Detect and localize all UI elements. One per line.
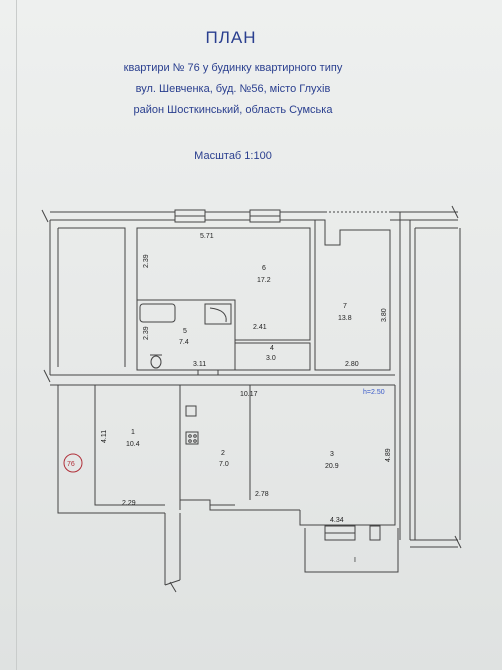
room-3-number: 3 [330,451,334,458]
page-margin-line [16,0,17,670]
dim-2-78: 2.78 [255,491,269,498]
dim-2-39-upper: 2.39 [143,254,150,268]
dim-10-17: 10.17 [240,391,258,398]
room-2-area: 7.0 [219,461,229,468]
apartment-line: квартири № 76 у будинку квартирного типу [123,62,343,74]
dim-3-11: 3.11 [193,361,206,368]
dim-2-80: 2.80 [345,361,359,368]
room-6-area: 17.2 [257,277,271,284]
apartment-stamp-circle [63,453,83,473]
room-2-number: 2 [221,450,225,457]
room-6-outline [136,227,311,341]
dim-4-11: 4.11 [101,430,108,443]
balcony-mark: I [354,557,356,564]
toilet [150,355,162,369]
room-3-area: 20.9 [325,463,339,470]
plan-title: ПЛАН [205,28,257,47]
room-1-area: 10.4 [126,441,140,448]
room-2-outline [179,385,300,511]
dim-2-29: 2.29 [122,500,136,507]
room-7-number: 7 [343,303,347,310]
dim-2-39-lower: 2.39 [143,326,150,340]
room-1-outline [57,385,165,514]
kitchen-sink [185,405,197,417]
room-4-outline [235,342,311,371]
room-4-area: 3.0 [266,355,276,362]
dim-4-89: 4.89 [385,448,392,462]
room-7-area: 13.8 [338,315,352,322]
region-line: район Шосткинський, область Сумська [133,104,333,116]
room-4-number: 4 [270,345,274,352]
dim-2-41: 2.41 [253,324,267,331]
room-6-number: 6 [262,265,266,272]
room-3-outline [299,385,396,526]
dim-3-80: 3.80 [381,308,388,322]
ceiling-height: h=2.50 [363,389,385,396]
address-line: вул. Шевченка, буд. №56, місто Глухів [135,83,331,95]
bathtub [139,303,176,323]
stove [185,431,199,445]
dim-5-71: 5.71 [200,233,214,240]
corridor-walls [50,374,395,386]
room-1-number: 1 [131,429,135,436]
balcony [304,528,399,573]
room-7-outline [314,219,391,371]
dim-4-34: 4.34 [330,517,344,524]
apartment-stamp: 76 [67,461,75,468]
room-5-area: 7.4 [179,339,189,346]
sink [204,303,232,325]
scale-label: Масштаб 1:100 [194,150,272,162]
room-5-number: 5 [183,328,187,335]
